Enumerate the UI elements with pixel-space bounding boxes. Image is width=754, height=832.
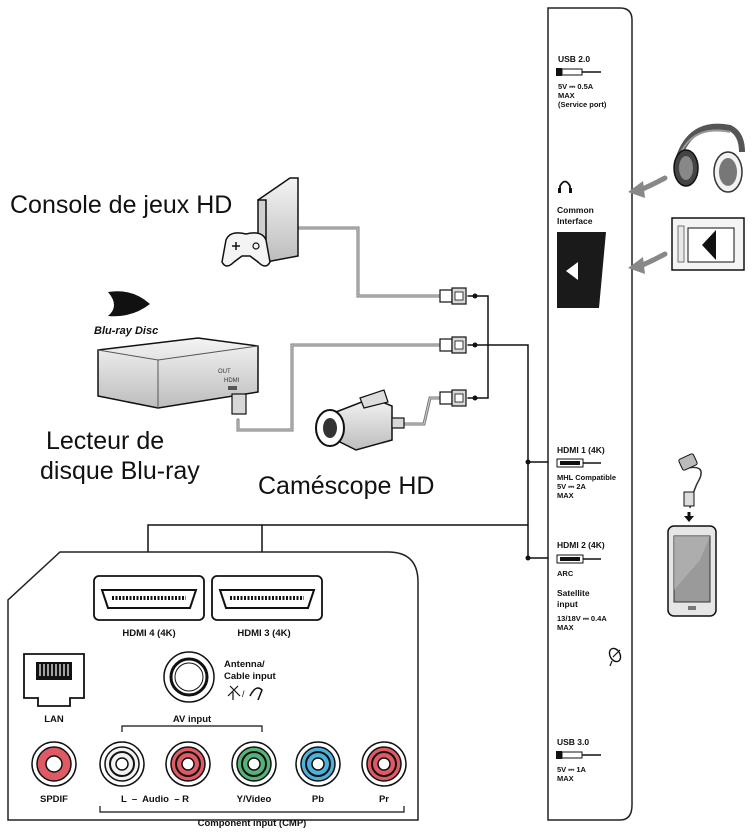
- hdmi2-title: HDMI 2 (4K): [557, 540, 605, 550]
- usb3-title: USB 3.0: [557, 737, 589, 747]
- insert-arrow-icon: [566, 262, 578, 280]
- bluray-hdmi-label: HDMI: [224, 378, 240, 384]
- headphones-icon: [673, 123, 745, 193]
- audio-left-jack[interactable]: [99, 741, 145, 787]
- usb3-spec-max: MAX: [557, 774, 574, 783]
- sat-spec-max: MAX: [557, 623, 574, 632]
- hdmi3-port[interactable]: [211, 575, 323, 621]
- component-label: Component input (CMP): [198, 818, 307, 829]
- usb2-port-icon[interactable]: [556, 68, 601, 76]
- ci-label-line2: Interface: [557, 216, 593, 226]
- bluray-disc-logo: Blu-ray Disc: [94, 291, 158, 337]
- camcorder-icon: [315, 389, 405, 451]
- hdmi-plug-camcorder: [439, 389, 467, 407]
- av-input-bracket: [121, 725, 263, 732]
- ci-card: [671, 217, 745, 271]
- pr-label: Pr: [379, 794, 389, 805]
- ci-slot[interactable]: [557, 232, 606, 308]
- component-bracket: [99, 806, 405, 813]
- usb2-spec-max: MAX: [558, 91, 575, 100]
- svg-text:/: /: [242, 689, 245, 699]
- y-video-jack[interactable]: [231, 741, 277, 787]
- audio-label: L – Audio – R: [121, 794, 189, 805]
- av-input-label: AV input: [173, 714, 212, 725]
- bluray-player-icon: OUT HDMI: [97, 337, 259, 415]
- hdmi-plug-bluray: [439, 336, 467, 354]
- usb2-spec-service: (Service port): [558, 100, 607, 109]
- gamepad-icon: [221, 232, 271, 267]
- insert-arrow-icon: [628, 175, 668, 198]
- camcorder-label: Caméscope HD: [258, 472, 434, 500]
- spdif-jack[interactable]: [31, 741, 77, 787]
- pb-jack[interactable]: [295, 741, 341, 787]
- cables: [147, 226, 549, 561]
- usb3-spec-voltage: 5V ⎓ 1A: [557, 765, 586, 774]
- antenna-label-line2: Cable input: [224, 671, 277, 682]
- bluray-logo-text: Blu-ray Disc: [94, 325, 158, 337]
- yvideo-label: Y/Video: [237, 794, 272, 805]
- hdmi4-label: HDMI 4 (4K): [122, 628, 175, 639]
- antenna-symbol-icon: /: [227, 685, 263, 701]
- hdmi1-spec-max: MAX: [557, 491, 574, 500]
- pb-label: Pb: [312, 794, 324, 805]
- hdmi3-label: HDMI 3 (4K): [237, 628, 290, 639]
- sat-label-line2: input: [557, 599, 578, 609]
- hdmi2-spec-arc: ARC: [557, 569, 574, 578]
- sat-label-line1: Satellite: [557, 588, 590, 598]
- bluray-label-line1: Lecteur de: [46, 427, 164, 455]
- pr-jack[interactable]: [361, 741, 407, 787]
- hdmi-plug-console: [439, 287, 467, 305]
- lan-port[interactable]: [23, 653, 85, 707]
- hdmi2-port-icon[interactable]: [556, 554, 601, 564]
- sat-spec-voltage: 13/18V ⎓ 0.4A: [557, 614, 607, 623]
- usb3-port-icon[interactable]: [556, 751, 601, 759]
- hdmi1-spec-voltage: 5V ⎓ 2A: [557, 482, 586, 491]
- hdmi4-port[interactable]: [93, 575, 205, 621]
- usb2-spec-voltage: 5V ⎓ 0.5A: [558, 82, 594, 91]
- lan-label: LAN: [44, 714, 64, 725]
- console-label: Console de jeux HD: [10, 191, 232, 219]
- spdif-label: SPDIF: [40, 794, 68, 805]
- mhl-cable: [678, 453, 702, 522]
- antenna-port[interactable]: [163, 651, 215, 703]
- bluray-out-label: OUT: [218, 369, 231, 375]
- insert-arrow-icon: [628, 251, 668, 274]
- hdmi1-port-icon[interactable]: [556, 458, 601, 468]
- audio-right-jack[interactable]: [165, 741, 211, 787]
- satellite-dish-icon[interactable]: [607, 646, 623, 667]
- smartphone-icon: [667, 525, 717, 617]
- hdmi1-spec-mhl: MHL Compatible: [557, 473, 616, 482]
- ci-label-line1: Common: [557, 205, 594, 215]
- usb2-title: USB 2.0: [558, 54, 590, 64]
- antenna-label-line1: Antenna/: [224, 659, 265, 670]
- side-panel: [547, 7, 633, 821]
- hdmi1-title: HDMI 1 (4K): [557, 445, 605, 455]
- headphone-jack-icon[interactable]: [558, 180, 572, 194]
- bluray-label-line2: disque Blu-ray: [40, 457, 200, 485]
